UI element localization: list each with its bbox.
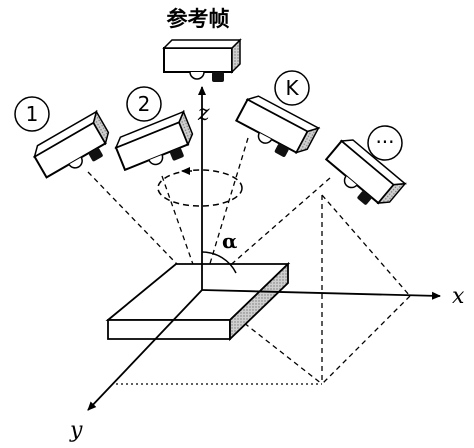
reference-camera bbox=[163, 39, 241, 83]
camera-2 bbox=[111, 110, 201, 181]
coordinate-axes bbox=[87, 86, 441, 411]
svg-text:···: ··· bbox=[375, 130, 394, 154]
x-axis bbox=[201, 289, 441, 300]
projection-diagonal bbox=[201, 289, 323, 385]
reference-frame-label: 参考帧 bbox=[167, 7, 230, 31]
svg-text:2: 2 bbox=[138, 92, 151, 116]
projection-x-to-base bbox=[321, 295, 411, 385]
z-axis-label: z bbox=[197, 101, 210, 126]
y-axis bbox=[87, 289, 203, 411]
planar-target bbox=[105, 261, 291, 342]
svg-text:K: K bbox=[285, 76, 299, 100]
angle-alpha-arc bbox=[201, 251, 237, 274]
camera-k bbox=[230, 91, 320, 167]
camera-label-k: K bbox=[274, 70, 310, 106]
y-axis-label: y bbox=[69, 418, 83, 443]
projection-to-x bbox=[321, 194, 411, 297]
camera-label-2: 2 bbox=[126, 86, 162, 122]
angle-alpha-label: α bbox=[222, 229, 237, 253]
camera-label-n: ··· bbox=[367, 125, 403, 161]
svg-text:1: 1 bbox=[26, 102, 39, 126]
x-axis-label: x bbox=[452, 284, 465, 309]
camera-label-1: 1 bbox=[14, 96, 50, 132]
ray-camera-n bbox=[201, 177, 331, 291]
rotation-ellipse bbox=[157, 169, 243, 207]
